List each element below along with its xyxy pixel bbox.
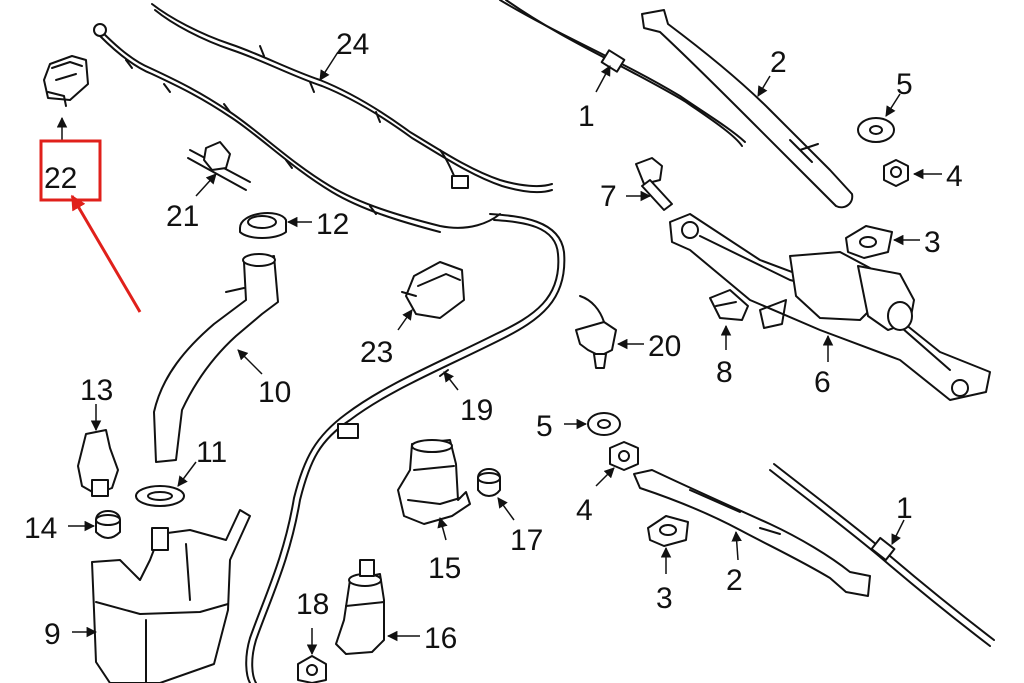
callout-1-upper: 1 [578, 100, 595, 133]
leader-5-upper [885, 93, 901, 117]
callout-12: 12 [316, 208, 349, 241]
red-pointer-arrow [70, 194, 142, 313]
callout-2-upper: 2 [770, 46, 787, 79]
part-3-grommet-upper [845, 225, 893, 259]
callout-9: 9 [44, 618, 61, 651]
callout-13: 13 [80, 374, 113, 407]
callout-19: 19 [460, 394, 493, 427]
callout-14: 14 [24, 512, 57, 545]
callout-23: 23 [360, 336, 393, 369]
part-4-nut-lower [609, 441, 639, 471]
part-10-filler-neck [153, 253, 279, 463]
part-18-nut [297, 655, 327, 683]
leader-17 [497, 497, 515, 521]
callout-11: 11 [196, 436, 227, 469]
callout-16: 16 [424, 622, 457, 655]
callout-20: 20 [648, 330, 681, 363]
callout-18: 18 [296, 588, 329, 621]
part-16-rear-washer-pump [335, 559, 385, 655]
leader-24 [319, 51, 339, 81]
highlight-box-22 [39, 139, 102, 202]
part-13-level-sensor [77, 429, 119, 497]
part-14-grommet [95, 510, 121, 539]
part-4-nut-upper [883, 159, 909, 187]
part-15-washer-pump [397, 439, 471, 525]
part-1-wiper-blade-lower [769, 463, 995, 647]
leader-2-lower [731, 530, 742, 561]
part-7-bolt [635, 157, 673, 211]
leader-21 [195, 173, 217, 197]
leader-11 [177, 461, 197, 487]
callout-3-lower: 3 [656, 582, 673, 615]
leader-1-upper [595, 65, 611, 93]
callout-3-upper: 3 [924, 226, 941, 259]
callout-5-upper: 5 [896, 68, 913, 101]
callout-24: 24 [336, 28, 369, 61]
leader-2-upper [757, 75, 771, 97]
part-2-wiper-arm-upper [641, 9, 854, 209]
callout-1-lower: 1 [896, 492, 913, 525]
callout-6: 6 [814, 366, 831, 399]
part-1-wiper-blade-upper [499, 0, 746, 147]
part-12-seal [239, 212, 287, 239]
part-23-check-valve [401, 261, 465, 319]
part-6-wiper-linkage-motor [669, 213, 991, 401]
leader-10 [237, 349, 263, 375]
callout-10: 10 [258, 376, 291, 409]
part-2-wiper-arm-lower [633, 469, 871, 597]
leader-19 [443, 371, 459, 391]
callout-8: 8 [716, 356, 733, 389]
leader-4-lower [595, 467, 615, 487]
part-20-washer-nozzle [575, 295, 617, 369]
leader-23 [397, 309, 413, 331]
leader-1-lower [891, 519, 905, 545]
callout-17: 17 [510, 524, 543, 557]
callout-7: 7 [600, 180, 617, 213]
part-21-hose-clip [187, 141, 251, 191]
callout-15: 15 [428, 552, 461, 585]
part-19-washer-hose [245, 213, 566, 683]
callout-2-lower: 2 [726, 564, 743, 597]
callout-21: 21 [166, 200, 199, 233]
leader-15 [437, 516, 448, 541]
part-5-washer-lower [587, 412, 621, 436]
part-24-wire-harness [93, 3, 553, 233]
callout-5-lower: 5 [536, 410, 553, 443]
part-5-washer-upper [857, 117, 895, 143]
part-17-pump-grommet [477, 468, 501, 497]
part-11-gasket [135, 485, 185, 507]
callout-4-lower: 4 [576, 494, 593, 527]
callout-22: 22 [44, 162, 77, 195]
callout-4-upper: 4 [946, 160, 963, 193]
part-9-washer-reservoir [91, 509, 251, 683]
part-22-connector [43, 55, 89, 107]
part-3-grommet-lower [647, 515, 689, 547]
part-8-clip [709, 289, 749, 321]
